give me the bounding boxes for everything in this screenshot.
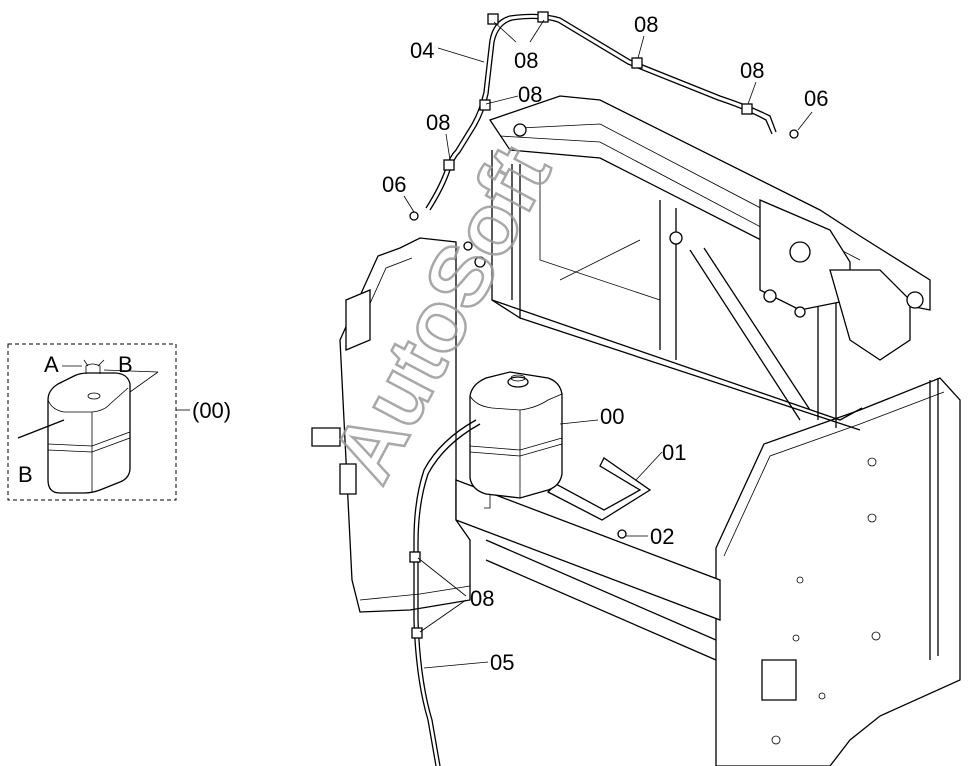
reservoir-tank-00 bbox=[469, 371, 563, 509]
hose-clamps-08 bbox=[409, 11, 753, 639]
label-08-f: 08 bbox=[470, 586, 494, 611]
label-01: 01 bbox=[662, 440, 686, 465]
main-frame bbox=[311, 95, 961, 766]
label-08-e: 08 bbox=[426, 110, 450, 135]
inset-tank-drawing bbox=[17, 359, 159, 494]
label-08-a: 08 bbox=[514, 48, 538, 73]
inset-ref-label: (00) bbox=[192, 398, 231, 423]
hose-05 bbox=[413, 419, 481, 766]
label-05: 05 bbox=[490, 650, 514, 675]
label-08-c: 08 bbox=[740, 58, 764, 83]
label-08-d: 08 bbox=[518, 82, 542, 107]
inset-dashed-frame bbox=[7, 343, 177, 501]
tank-bracket-01 bbox=[546, 457, 652, 521]
leader-lines bbox=[403, 19, 813, 669]
inset-label-b-bottom: B bbox=[18, 462, 33, 487]
label-06-b: 06 bbox=[804, 86, 828, 111]
nuts bbox=[409, 129, 799, 539]
label-04: 04 bbox=[410, 38, 434, 63]
inset-label-b-top: B bbox=[118, 352, 133, 377]
label-08-b: 08 bbox=[634, 12, 658, 37]
part-labels: 04 08 08 08 06 08 08 06 00 01 02 08 05 bbox=[382, 12, 828, 675]
right-upright-panel bbox=[715, 377, 961, 766]
inset-label-a: A bbox=[44, 352, 59, 377]
label-06-a: 06 bbox=[382, 172, 406, 197]
label-02: 02 bbox=[650, 524, 674, 549]
label-00: 00 bbox=[600, 404, 624, 429]
inset-tank-detail: A B B (00) bbox=[7, 343, 231, 501]
lower-cross-member bbox=[455, 479, 721, 621]
left-upright-panel bbox=[339, 237, 471, 613]
